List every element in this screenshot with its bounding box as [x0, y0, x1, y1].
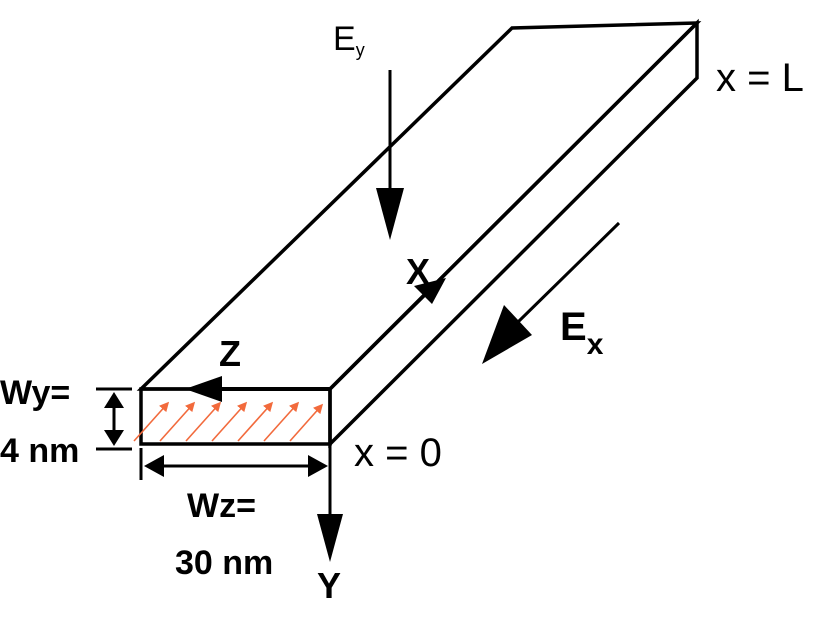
axis-y-label: Y	[317, 565, 341, 606]
field-y-label: Ey	[333, 20, 365, 60]
hatch-arrow	[159, 401, 196, 442]
axis-z-arrow	[185, 376, 330, 402]
axis-z-label: Z	[219, 333, 241, 374]
field-y-arrow	[376, 70, 404, 240]
axis-x-label: X	[406, 251, 430, 292]
wy-label-bottom: 4 nm	[0, 432, 79, 470]
wz-dimension	[139, 448, 332, 482]
hatch-arrow	[289, 403, 324, 442]
field-x-arrow	[482, 221, 621, 364]
hatch-arrow	[263, 401, 300, 442]
wy-label-top: Wy=	[0, 374, 70, 412]
end-far-label: x = L	[716, 56, 804, 100]
hatch-arrow	[237, 401, 274, 442]
field-x-label: Ex	[560, 305, 604, 361]
wz-label-top: Wz=	[187, 487, 256, 525]
wy-dimension	[96, 387, 132, 451]
slab	[136, 18, 702, 449]
hatch-arrow	[211, 401, 248, 442]
wz-label-bottom: 30 nm	[175, 544, 273, 582]
slab-front-face	[139, 387, 332, 446]
slab-right-face	[328, 18, 699, 449]
axis-x-arrow	[328, 278, 446, 391]
hatch-arrow	[133, 401, 170, 442]
end-near-label: x = 0	[354, 431, 442, 475]
hatch-arrow	[185, 401, 222, 442]
cross-section-hatch	[133, 401, 324, 442]
